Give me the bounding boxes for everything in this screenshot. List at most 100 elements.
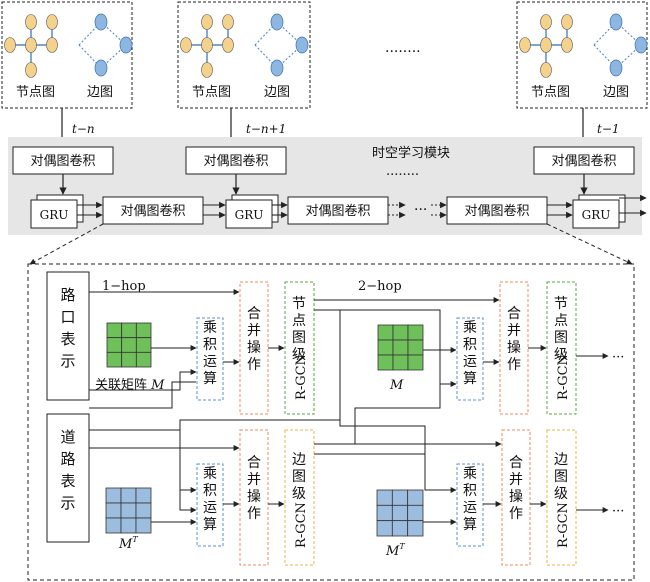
edge-graph-label: 边图 [264,85,290,100]
snapshot-ellipsis: ........ [385,40,421,56]
node-level-label: 节点图级 [292,296,306,363]
incidence-matrix-green [106,322,152,368]
dual-graph-conv-label: 对偶图卷积 [551,153,616,169]
gru-cell: GRU [225,194,279,229]
node-graph-icon [4,14,58,78]
graph-edge-node [119,36,133,54]
graph-edge-node [94,13,108,31]
matrix-cell [407,339,424,356]
gru-label: GRU [40,208,69,222]
product-op-box [196,317,224,401]
intersection-representation-label: 路口表示 [60,286,75,370]
dual-graph-conv-box [287,196,389,225]
incidence-matrix-green [377,324,424,371]
graph-node [180,37,192,53]
matrix-mt-label: MT [118,535,138,552]
matrix-cell [407,354,424,371]
matrix-cell [376,489,393,506]
merge-op-label: 合并操作 [509,455,523,522]
matrix-cell [135,487,152,504]
snapshot-t-n-plus-1: 节点图 边图 [177,1,311,109]
matrix-cell [407,324,424,341]
graph-node [25,14,37,30]
merge-op-box [499,281,529,415]
graph-node [201,14,213,30]
product-op-box [456,463,484,547]
hop2-label: 2−hop [358,279,402,294]
rgcn-label: R-GCN [294,502,309,548]
time-label-t-n-plus-1: t−n+1 [246,122,286,136]
graph-node [519,37,531,53]
matrix-cell [407,489,424,506]
graph-node [4,37,16,53]
graph-node [201,62,213,78]
node-level-rgcn-box [284,281,315,415]
product-op-box [196,463,224,547]
matrix-cell [135,351,152,368]
merge-op-label: 合并操作 [247,455,261,522]
merge-op-box [239,429,269,566]
product-op-box [456,317,484,401]
matrix-cell [377,339,394,356]
edge-graph-icon [593,13,648,77]
matrix-cell [135,337,152,353]
edge-level-rgcn-box [546,429,577,566]
graph-node [25,37,37,53]
matrix-m-label: M [389,378,404,393]
dual-graph-conv-label: 对偶图卷积 [464,203,529,219]
graph-edge-node [270,59,284,77]
matrix-cell [391,489,409,506]
graph-edge-node [295,36,309,54]
time-label-t-n: t−n [72,122,95,136]
graph-node [222,14,234,30]
node-graph-label: 节点图 [16,85,55,100]
graph-node [561,37,573,53]
dual-graph-conv-box [185,146,287,175]
graph-edge-node [609,59,623,77]
matrix-cell [135,517,152,534]
matrix-cell [121,337,137,353]
rgcn-label: R-GCN [294,354,309,400]
edge-level-rgcn-box [284,429,315,566]
rgcn-label: R-GCN [556,354,571,400]
incidence-matrix-transpose-blue [105,487,152,534]
graph-edge-node [94,59,108,77]
matrix-cell [106,322,123,339]
gru-label: GRU [235,208,264,222]
product-op-label: 乘积运算 [463,466,477,533]
dual-graph-conv-label: 对偶图卷积 [120,203,185,219]
matrix-cell [120,502,137,519]
matrix-cell [120,487,137,504]
gru-cell: GRU [572,194,626,229]
matrix-cell [391,504,409,522]
matrix-cell [105,487,122,504]
graph-edge-node [634,36,648,54]
merge-op-label: 合并操作 [247,306,261,373]
intersection-representation-box [46,271,90,401]
snapshot-t-1: 节点图 边图 [516,1,648,109]
node-graph-icon [519,14,573,78]
graph-edge-node [270,13,284,31]
matrix-cell [105,517,122,534]
graph-node [46,37,58,53]
matrix-cell [106,351,123,368]
chain-dots: ··· [414,202,427,218]
road-representation-label: 道路表示 [60,428,75,512]
matrix-cell [377,354,394,371]
gru-label: GRU [582,208,611,222]
gru-cell: GRU [30,194,84,229]
detail-connectors [89,289,609,525]
matrix-cell [392,339,409,356]
graph-node [46,14,58,30]
snapshot-t-n: 节点图 边图 [1,1,133,109]
graph-edge-node [609,13,623,31]
edge-graph-icon [254,13,309,77]
node-graph-icon [180,14,234,78]
graph-node [201,37,213,53]
rgcn-label: R-GCN [556,502,571,548]
detail-panel [27,263,635,581]
matrix-cell [377,324,394,341]
edge-level-label: 边图级 [554,452,568,502]
graph-node [540,14,552,30]
dual-graph-conv-label: 对偶图卷积 [30,153,95,169]
